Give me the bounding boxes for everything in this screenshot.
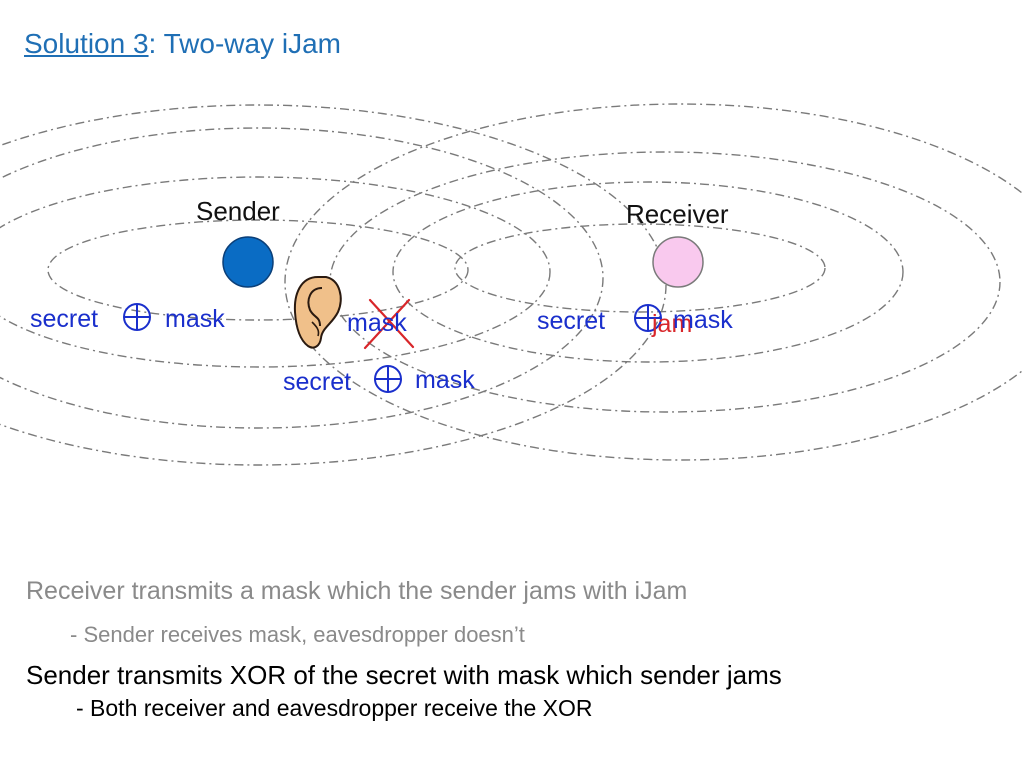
receiver-label: Receiver [626,199,729,229]
title-link[interactable]: Solution 3 [24,28,149,59]
receiver-node [652,236,704,288]
ear-icon [293,276,342,349]
sender-signal-mask: mask [165,305,225,333]
bullet-2-sub: - Both receiver and eavesdropper receive… [76,695,593,721]
xor-icon [374,365,402,393]
receiver-mask-label: mask [673,306,733,334]
receiver-range-ring-4 [284,103,1024,461]
eve-mask-label: mask [347,309,407,337]
bullet-1: Receiver transmits a mask which the send… [26,577,688,605]
xor-icon [123,303,151,331]
receiver-range-ring-1 [454,223,826,313]
eve-secret-label: secret [283,368,352,396]
xor-icon [634,304,662,332]
receiver-secret-label: secret [537,307,606,335]
sender-range-ring-1 [47,219,469,321]
sender-range-ring-2 [0,176,551,368]
sender-node [222,236,274,288]
receiver-range-ring-2 [392,181,904,363]
title-rest: : Two-way iJam [148,28,341,59]
sender-range-ring-3 [0,127,604,429]
eve-secret-mask-label: mask [415,366,475,394]
receiver-jam-label: jam [652,310,693,338]
sender-signal-secret: secret [30,305,99,333]
sender-range-ring-4 [0,104,667,466]
slide-title: Solution 3: Two-way iJam [24,28,341,60]
cross-icon [363,298,415,350]
bullet-1-sub: - Sender receives mask, eavesdropper doe… [70,622,525,647]
bullet-2: Sender transmits XOR of the secret with … [26,660,782,690]
sender-label: Sender [196,196,280,226]
